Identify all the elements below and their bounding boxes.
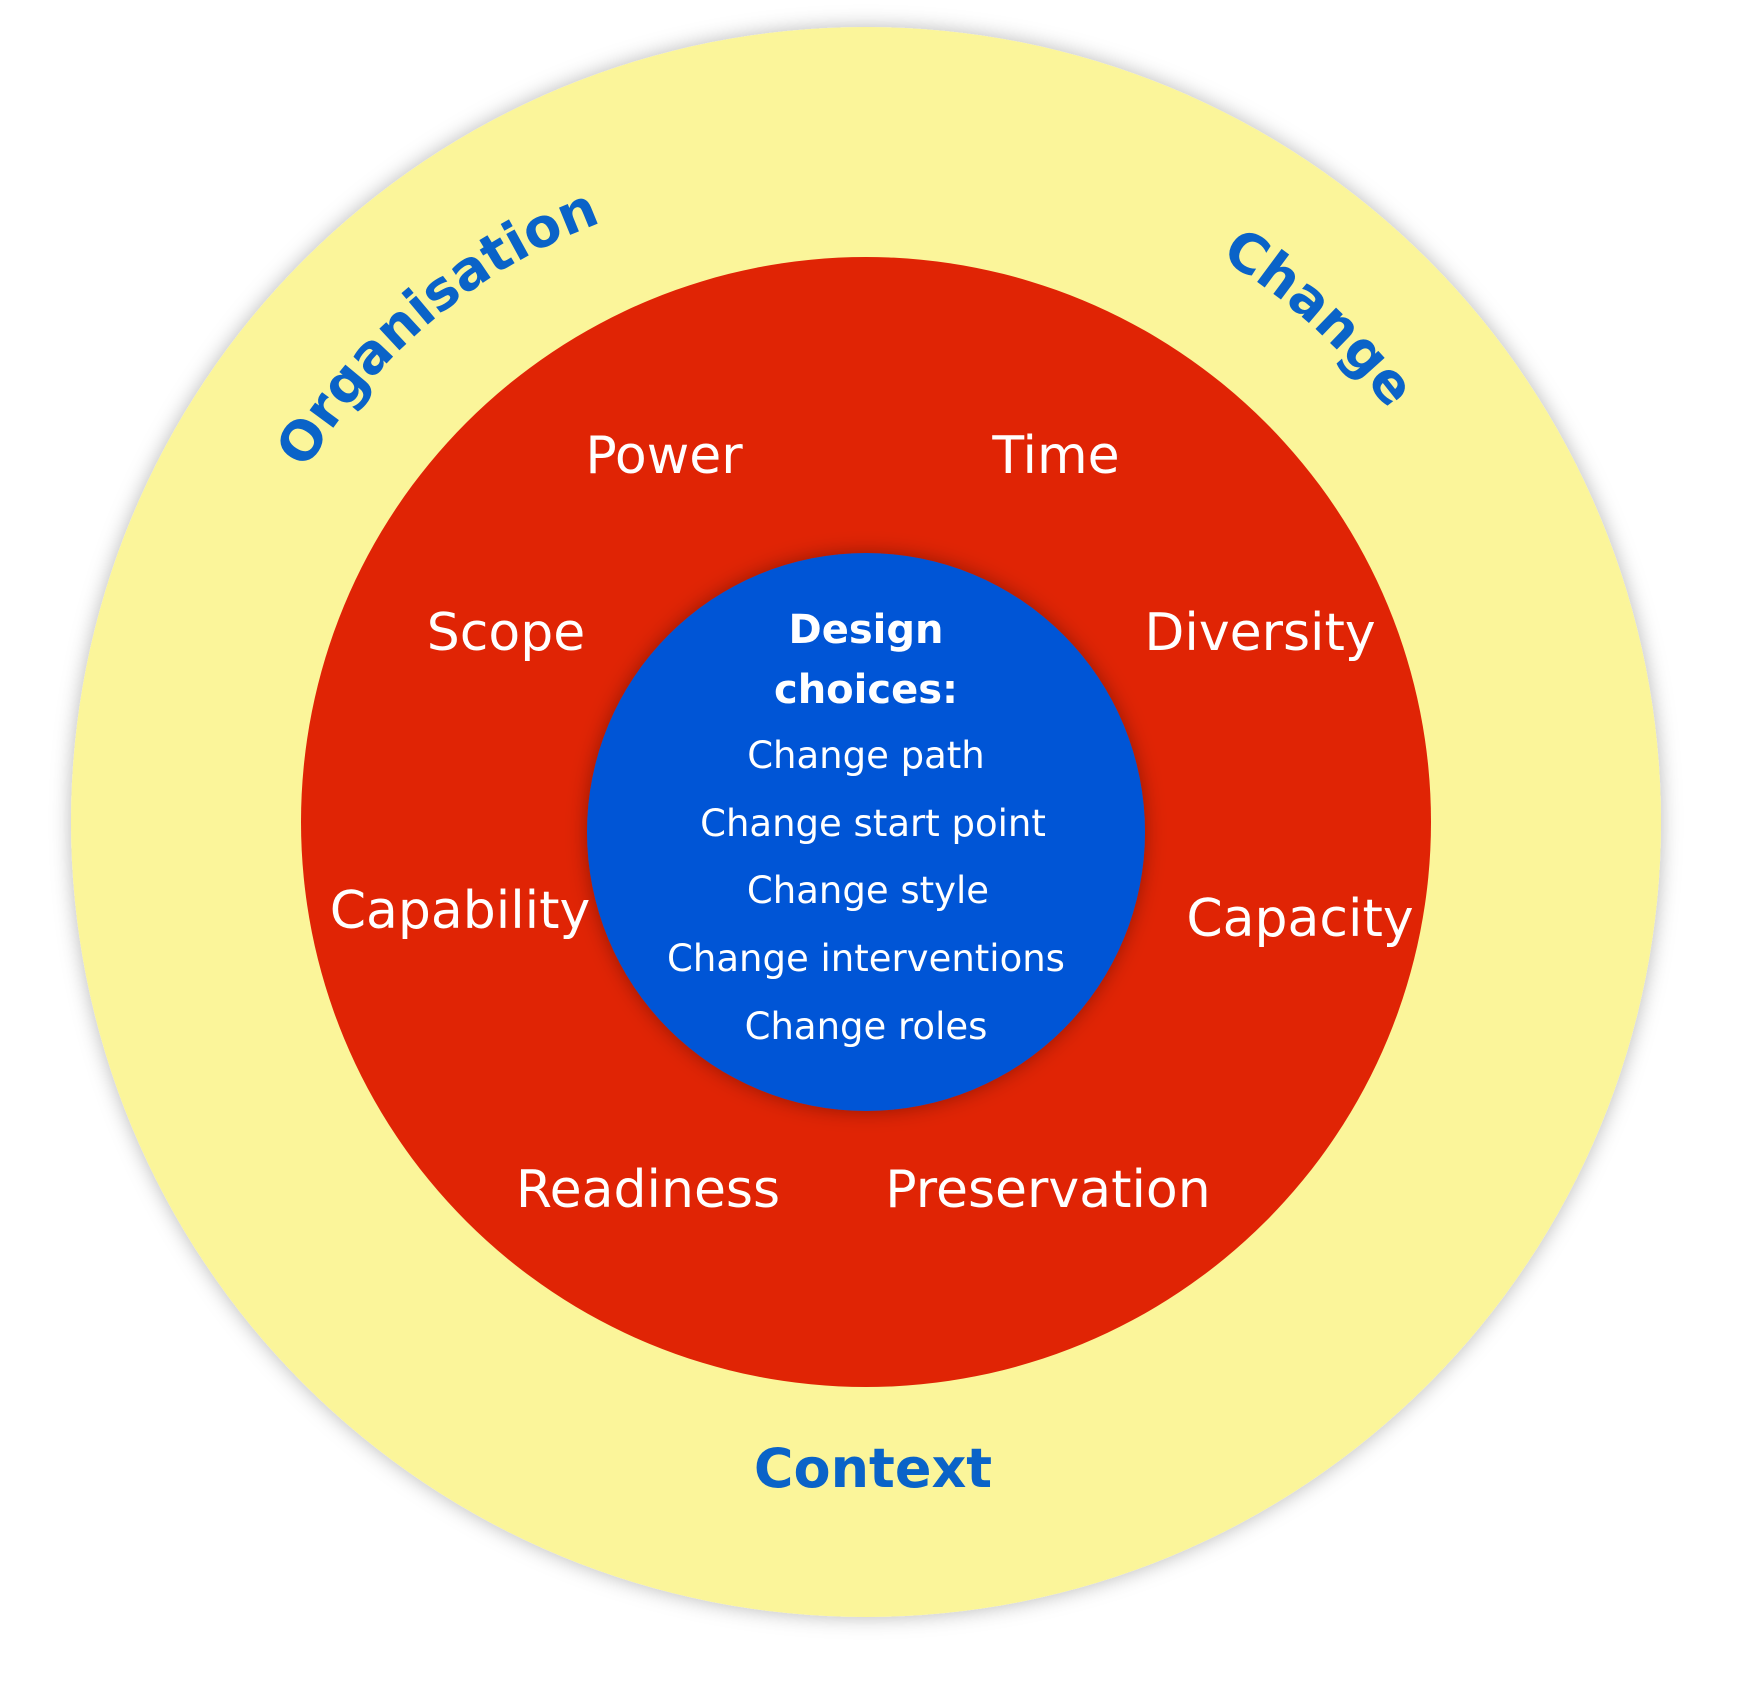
factor-preservation: Preservation — [885, 1160, 1210, 1220]
core-title-line2: choices: — [774, 667, 958, 713]
factor-scope: Scope — [427, 603, 585, 663]
core-item-change-start-point: Change start point — [700, 802, 1046, 845]
core-title-line1: Design — [789, 607, 944, 653]
factor-capacity: Capacity — [1186, 889, 1413, 949]
core-circle — [587, 553, 1145, 1111]
core-item-change-style: Change style — [747, 869, 989, 912]
factor-time: Time — [991, 426, 1119, 486]
factor-diversity: Diversity — [1144, 603, 1375, 663]
outer-label-bottom: Context — [754, 1437, 992, 1500]
factor-capability: Capability — [330, 881, 591, 941]
factor-power: Power — [585, 426, 743, 486]
core-item-change-interventions: Change interventions — [667, 937, 1065, 980]
core-item-change-roles: Change roles — [745, 1005, 988, 1048]
factor-readiness: Readiness — [516, 1160, 780, 1220]
core-item-change-path: Change path — [747, 734, 985, 777]
